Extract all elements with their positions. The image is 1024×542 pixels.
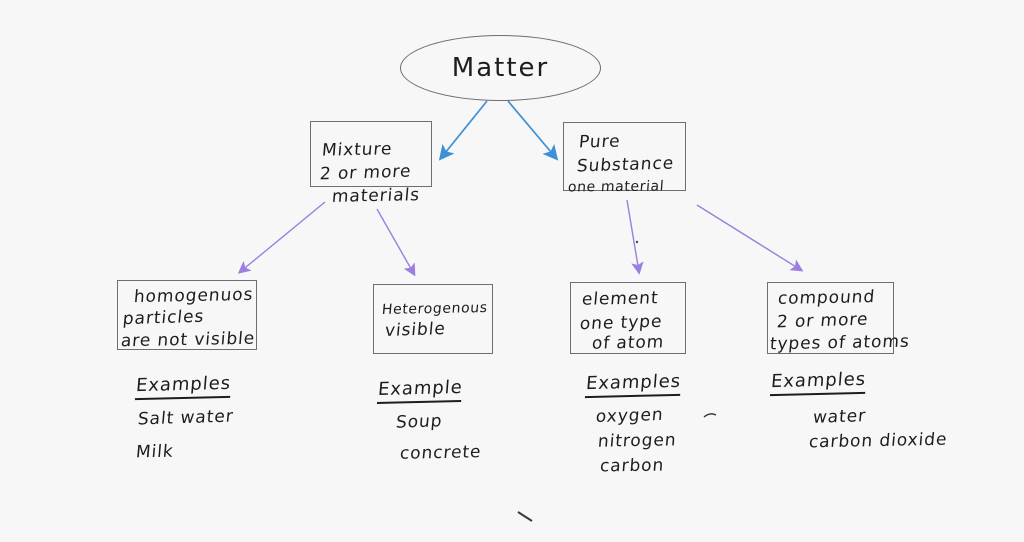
example-item: Milk: [135, 441, 175, 463]
compound-line-3: types of atoms: [769, 331, 911, 355]
pure-substance-line-3-overflow: one material: [567, 178, 665, 196]
stray-mark-tick: [703, 413, 717, 418]
arrow-mixture-to-heterogenous: [376, 208, 416, 277]
example-item: Salt water: [136, 406, 235, 430]
example-item: carbon dioxide: [808, 429, 949, 453]
heterogenous-line-1: Heterogenous: [381, 299, 489, 319]
homogenuos-line-3: are not visible: [120, 328, 256, 352]
example-item: water: [811, 406, 867, 428]
examples-heading: Examples: [584, 370, 682, 399]
heterogenous-box-outline: [373, 284, 493, 354]
example-item: carbon: [599, 455, 665, 477]
stray-mark-bottom: [517, 511, 533, 522]
examples-heading: Examples: [134, 372, 232, 401]
node-pure-substance[interactable]: Pure Substance one material: [563, 122, 686, 196]
homogenuos-line-2: particles: [121, 306, 206, 330]
example-item: Soup: [395, 411, 444, 433]
compound-line-2: 2 or more: [775, 309, 870, 333]
compound-box-outline: [767, 282, 894, 354]
arrow-pure-substance-to-compound: [696, 204, 804, 272]
examples-compound: Examples water carbon dioxide: [769, 368, 948, 452]
pure-substance-line-1: Pure: [578, 131, 622, 153]
arrow-matter-to-pure-substance: [507, 100, 559, 161]
pure-substance-box-outline: [563, 122, 686, 191]
matter-label: Matter: [451, 53, 550, 83]
node-matter[interactable]: Matter: [400, 35, 601, 101]
element-box-outline: [570, 282, 686, 354]
example-item: concrete: [399, 442, 483, 464]
element-line-1: element: [581, 288, 660, 310]
node-mixture[interactable]: Mixture 2 or more materials: [310, 121, 432, 207]
node-element[interactable]: element one type of atom: [570, 282, 686, 354]
arrow-mixture-to-homogenuos: [237, 201, 326, 274]
compound-line-1: compound: [777, 287, 876, 309]
arrow-matter-to-mixture: [438, 100, 488, 161]
ink-dot: [635, 240, 639, 244]
examples-heading: Examples: [769, 368, 867, 397]
examples-heterogenous: Example Soup concrete: [376, 376, 482, 464]
matter-ellipse-outline: [400, 35, 601, 101]
mixture-line-3-overflow: materials: [331, 185, 421, 207]
mixture-line-1: Mixture: [321, 139, 394, 161]
examples-element: Examples oxygen nitrogen carbon: [584, 370, 682, 476]
homogenuos-line-1: homogenuos: [133, 284, 255, 308]
heterogenous-line-2: visible: [383, 319, 447, 341]
example-item: oxygen: [594, 404, 665, 428]
examples-heading: Example: [376, 376, 464, 405]
node-compound[interactable]: compound 2 or more types of atoms: [767, 282, 911, 354]
examples-homogenuos: Examples Salt water Milk: [134, 372, 235, 463]
arrow-pure-substance-to-element: [626, 199, 644, 275]
mixture-box-outline: [310, 121, 432, 187]
example-item: nitrogen: [597, 430, 678, 452]
pure-substance-line-2: Substance: [575, 153, 676, 177]
node-homogenuos[interactable]: homogenuos particles are not visible: [117, 280, 257, 352]
node-heterogenous[interactable]: Heterogenous visible: [373, 284, 493, 354]
mixture-line-2: 2 or more: [318, 161, 413, 185]
element-line-3: of atom: [591, 332, 666, 354]
homogenuos-box-outline: [117, 280, 257, 350]
